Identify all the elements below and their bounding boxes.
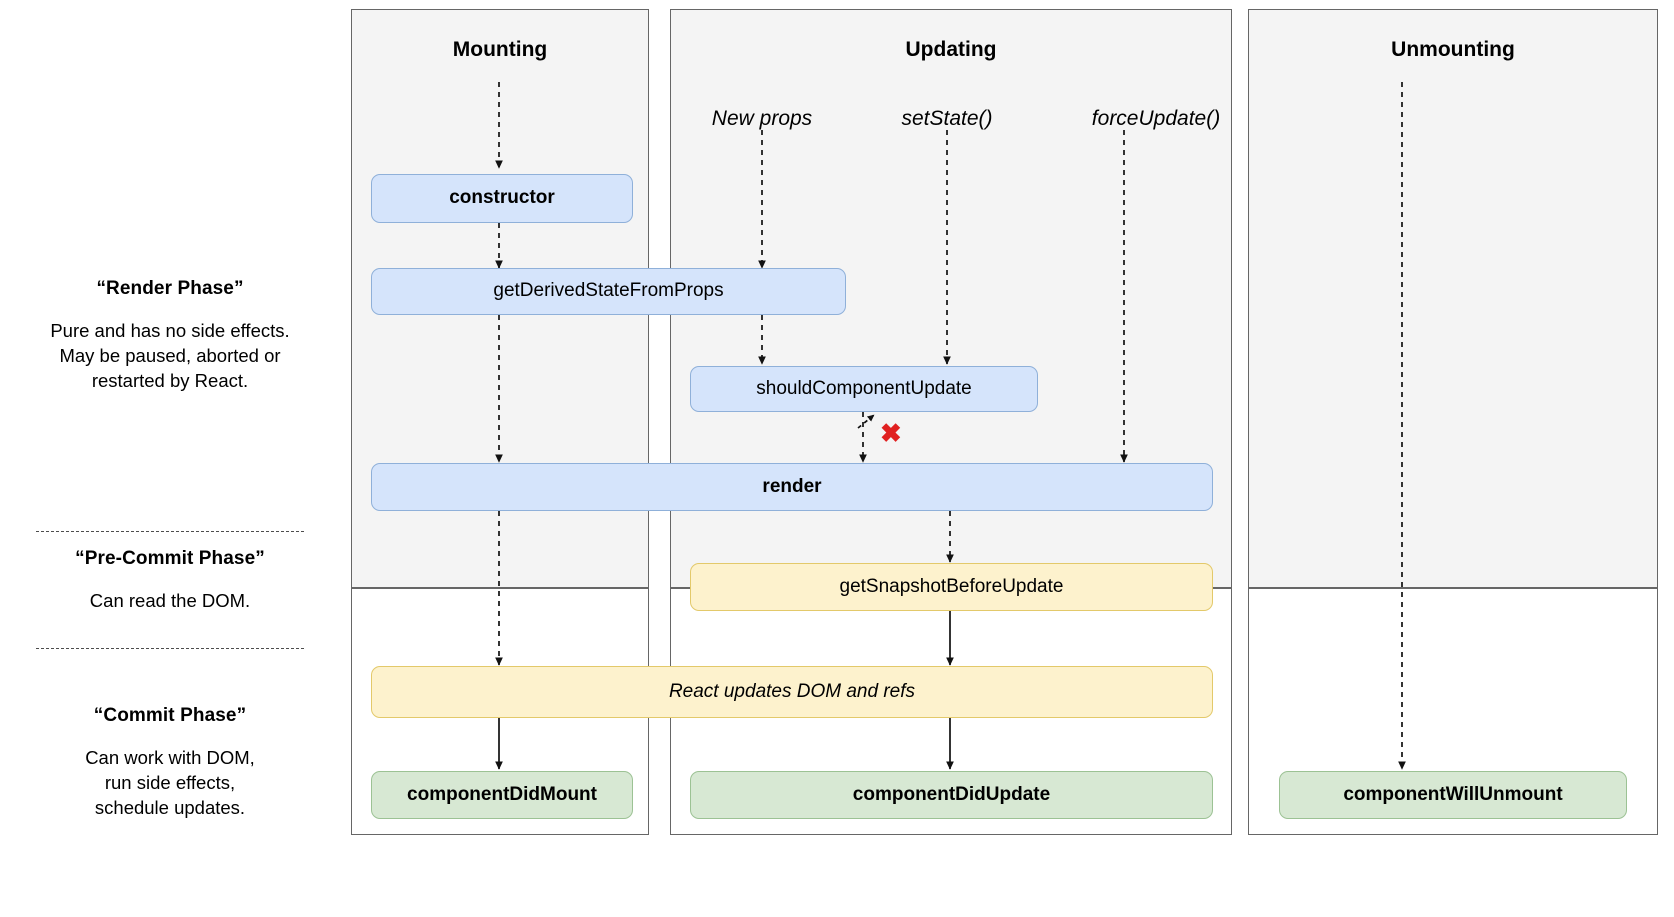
legend-pre-commit-phase: “Pre-Commit Phase” Can read the DOM.	[0, 548, 340, 613]
node-react-updates-dom-and-refs[interactable]: React updates DOM and refs	[371, 666, 1213, 718]
legend-commit-phase-body: Can work with DOM, run side effects, sch…	[0, 745, 340, 820]
legend-line: schedule updates.	[94, 797, 246, 818]
phase-legend: “Render Phase” Pure and has no side effe…	[0, 0, 340, 917]
panel-title-mounting: Mounting	[452, 38, 548, 61]
trigger-set-state: setState()	[901, 107, 993, 130]
legend-line: run side effects,	[104, 772, 236, 793]
legend-line: Can read the DOM.	[89, 590, 251, 611]
node-component-did-update[interactable]: componentDidUpdate	[690, 771, 1213, 819]
legend-line: restarted by React.	[91, 370, 249, 391]
legend-render-phase-body: Pure and has no side effects. May be pau…	[0, 318, 340, 393]
panel-unmounting-render: Unmounting	[1248, 9, 1658, 588]
node-should-component-update[interactable]: shouldComponentUpdate	[690, 366, 1038, 412]
legend-render-phase-title: “Render Phase”	[96, 278, 244, 299]
legend-line: Pure and has no side effects.	[50, 320, 290, 341]
legend-divider-render-precommit	[36, 531, 304, 532]
node-get-snapshot-before-update[interactable]: getSnapshotBeforeUpdate	[690, 563, 1213, 611]
trigger-force-update: forceUpdate()	[1091, 107, 1221, 130]
node-component-did-mount[interactable]: componentDidMount	[371, 771, 633, 819]
node-get-derived-state-from-props[interactable]: getDerivedStateFromProps	[371, 268, 846, 315]
legend-divider-precommit-commit	[36, 648, 304, 649]
node-component-will-unmount[interactable]: componentWillUnmount	[1279, 771, 1627, 819]
panel-title-unmounting: Unmounting	[1391, 38, 1515, 61]
skip-render-x-icon: ✖	[880, 418, 902, 448]
panel-title-updating: Updating	[905, 38, 997, 61]
legend-render-phase: “Render Phase” Pure and has no side effe…	[0, 278, 340, 393]
legend-pre-commit-phase-body: Can read the DOM.	[0, 588, 340, 613]
trigger-new-props: New props	[711, 107, 813, 130]
legend-commit-phase: “Commit Phase” Can work with DOM, run si…	[0, 705, 340, 820]
node-render[interactable]: render	[371, 463, 1213, 511]
legend-line: May be paused, aborted or	[59, 345, 281, 366]
legend-pre-commit-phase-title: “Pre-Commit Phase”	[75, 548, 265, 569]
node-constructor[interactable]: constructor	[371, 174, 633, 223]
legend-commit-phase-title: “Commit Phase”	[93, 705, 247, 726]
legend-line: Can work with DOM,	[85, 747, 255, 768]
